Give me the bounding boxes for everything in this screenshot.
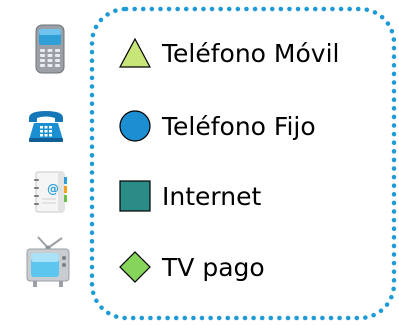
legend-item-internet: Internet xyxy=(118,176,261,216)
television-icon xyxy=(26,236,70,287)
address-book-icon: @ xyxy=(34,171,67,213)
legend-item-telefono-fijo: Teléfono Fijo xyxy=(118,106,316,146)
legend-label: Teléfono Fijo xyxy=(162,111,316,141)
square-marker-icon xyxy=(119,180,151,212)
circle-marker-icon xyxy=(119,110,151,142)
legend-item-telefono-movil: Teléfono Móvil xyxy=(118,33,339,73)
legend-label: Internet xyxy=(162,181,262,211)
svg-text:@: @ xyxy=(47,182,59,196)
legend-item-tv-pago: TV pago xyxy=(118,247,265,287)
icon-column: @ xyxy=(0,0,90,325)
landline-phone-icon xyxy=(29,111,63,142)
mobile-phone-icon xyxy=(35,24,65,74)
diamond-marker-icon xyxy=(119,251,151,283)
triangle-marker-icon xyxy=(118,37,152,68)
legend-label: TV pago xyxy=(162,252,265,282)
legend-label: Teléfono Móvil xyxy=(162,38,340,68)
